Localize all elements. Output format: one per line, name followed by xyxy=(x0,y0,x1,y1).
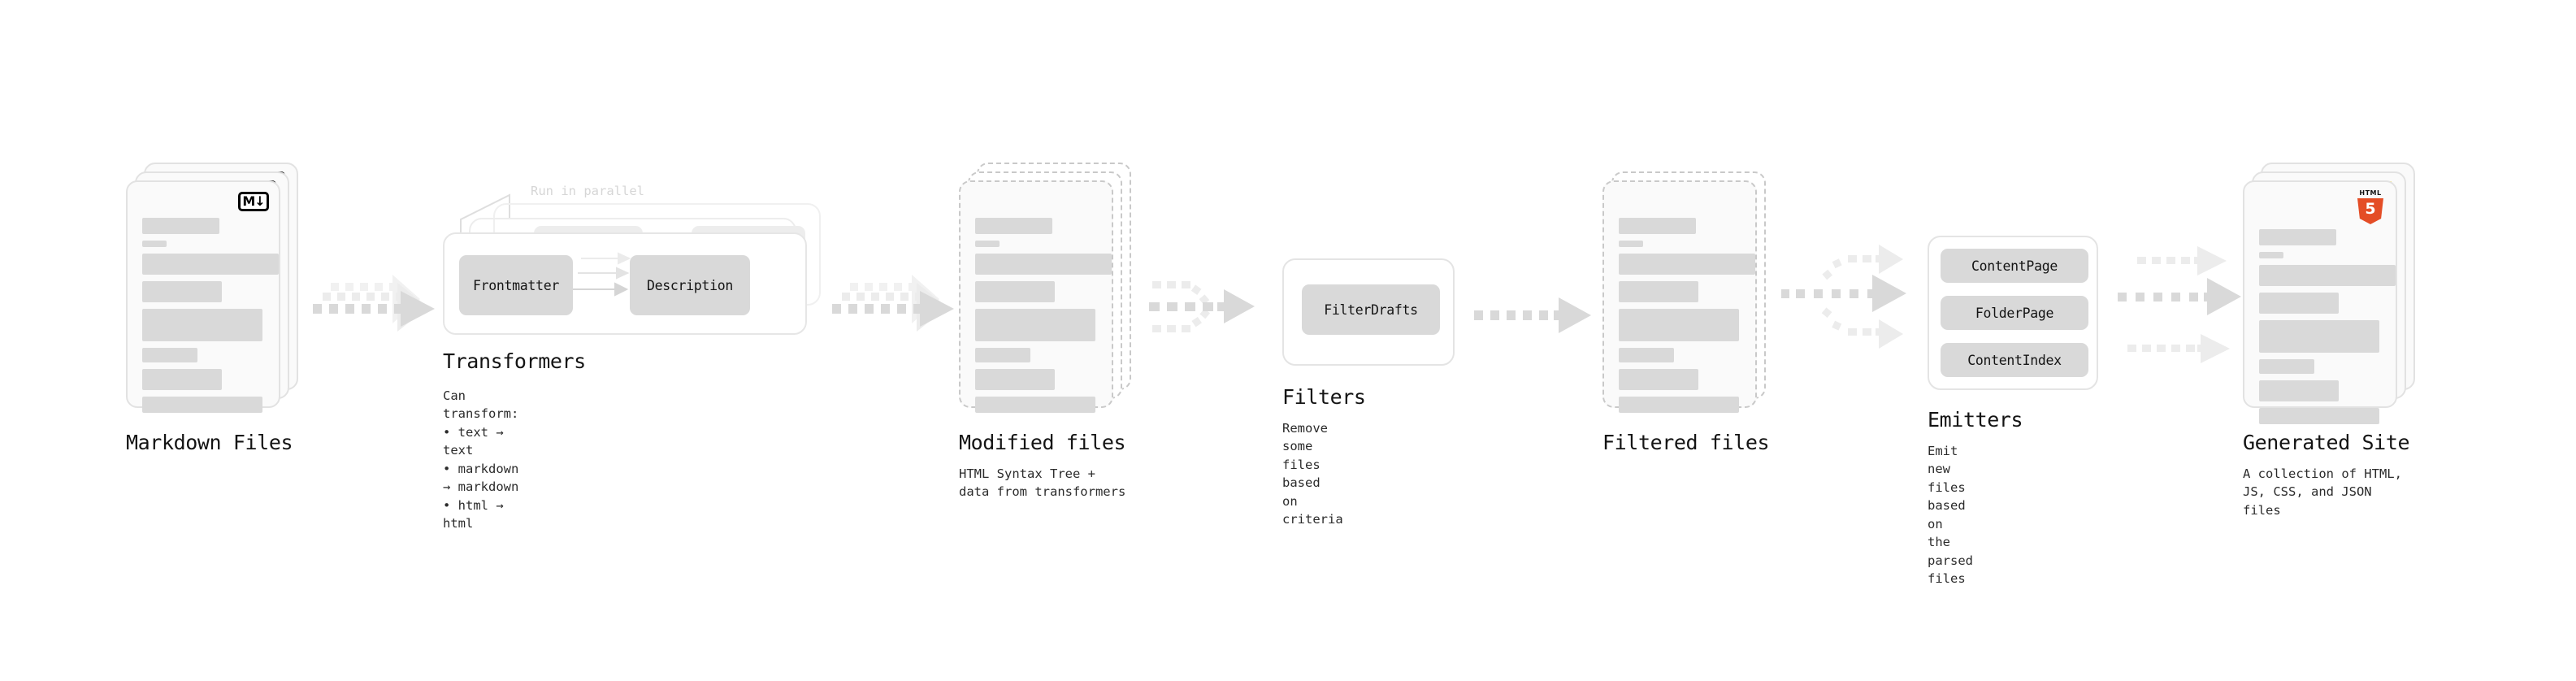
skeleton-line xyxy=(1619,281,1698,302)
node-generated-site: CSS HTML 5 xyxy=(2243,163,2415,518)
transformers-box: Frontmatter Description xyxy=(443,232,807,335)
filters-box: FilterDrafts xyxy=(1282,258,1455,366)
skeleton-line xyxy=(2259,359,2314,374)
skeleton-line xyxy=(1619,397,1739,413)
skeleton-line xyxy=(975,309,1095,341)
transformer-inner-arrows xyxy=(573,252,631,297)
skeleton-line xyxy=(2259,229,2336,245)
skeleton-line xyxy=(975,281,1055,302)
arrow-filters-to-filtered xyxy=(1472,294,1594,336)
skeleton-line xyxy=(975,241,1000,247)
markdown-file-stack: M↓ M↓ M↓ xyxy=(126,163,298,416)
skeleton-line xyxy=(2259,320,2379,353)
skeleton-lines xyxy=(1619,218,1755,419)
skeleton-line xyxy=(2259,293,2339,314)
emitter-chip-contentpage[interactable]: ContentPage xyxy=(1941,249,2088,283)
markdown-card-front: M↓ xyxy=(126,180,280,413)
node-modified-files: Modified files HTML Syntax Tree + data f… xyxy=(959,163,1131,499)
filtered-card-front xyxy=(1602,180,1757,413)
arrow-modified-to-filters xyxy=(1136,268,1258,358)
filtered-file-stack xyxy=(1602,171,1775,416)
generated-card-html: HTML 5 xyxy=(2243,180,2397,424)
markdown-badge-icon: M↓ xyxy=(238,192,269,211)
skeleton-line xyxy=(142,281,222,302)
skeleton-line xyxy=(2259,380,2339,401)
generated-site-title: Generated Site xyxy=(2243,431,2410,454)
arrow-transformers-to-modified xyxy=(830,275,961,353)
skeleton-lines xyxy=(975,218,1112,419)
skeleton-line xyxy=(142,397,262,413)
skeleton-lines xyxy=(2259,229,2396,431)
skeleton-line xyxy=(142,369,222,390)
skeleton-line xyxy=(1619,218,1696,234)
markdown-files-title: Markdown Files xyxy=(126,431,293,454)
skeleton-line xyxy=(2259,408,2379,424)
node-filtered-files: Filtered files xyxy=(1602,171,1775,454)
emitters-subtitle: Emit new files based on the parsed files xyxy=(1928,444,1973,587)
transformer-chip-description[interactable]: Description xyxy=(630,255,750,315)
skeleton-line xyxy=(2259,265,2396,286)
skeleton-line xyxy=(1619,254,1755,275)
emitters-box: ContentPage FolderPage ContentIndex xyxy=(1928,236,2098,390)
generated-site-stack: CSS HTML 5 xyxy=(2243,163,2415,424)
filters-subtitle: Remove some files based on criteria xyxy=(1282,421,1343,527)
arrow-md-to-transformers xyxy=(311,275,441,353)
skeleton-line xyxy=(1619,369,1698,390)
arrow-filtered-to-emitters xyxy=(1776,234,1923,397)
html5-icon: HTML 5 xyxy=(2355,190,2386,224)
emitters-title: Emitters xyxy=(1928,408,2023,432)
html5-shield: 5 xyxy=(2357,198,2383,224)
transformers-title: Transformers xyxy=(443,349,586,373)
modified-card-front xyxy=(959,180,1113,413)
skeleton-line xyxy=(975,348,1030,362)
skeleton-line xyxy=(142,309,262,341)
transformer-chip-frontmatter[interactable]: Frontmatter xyxy=(459,255,573,315)
skeleton-line xyxy=(142,348,197,362)
skeleton-line xyxy=(2259,252,2283,258)
generated-site-subtitle: A collection of HTML, JS, CSS, and JSON … xyxy=(2243,466,2402,518)
skeleton-line xyxy=(1619,309,1739,341)
filter-chip-filterdrafts[interactable]: FilterDrafts xyxy=(1302,284,1440,335)
modified-files-title: Modified files xyxy=(959,431,1126,454)
skeleton-line xyxy=(1619,348,1674,362)
skeleton-line xyxy=(975,397,1095,413)
skeleton-line xyxy=(142,241,167,247)
skeleton-line xyxy=(1619,241,1643,247)
filters-title: Filters xyxy=(1282,385,1366,409)
skeleton-line xyxy=(142,254,279,275)
filtered-files-title: Filtered files xyxy=(1602,431,1770,454)
skeleton-line xyxy=(975,369,1055,390)
arrow-emitters-to-site xyxy=(2105,237,2251,392)
modified-file-stack xyxy=(959,163,1131,416)
emitter-chip-contentindex[interactable]: ContentIndex xyxy=(1941,343,2088,377)
run-in-parallel-label: Run in parallel xyxy=(531,184,644,198)
node-markdown-files: M↓ M↓ M↓ Markdown Files xyxy=(126,163,298,454)
skeleton-line xyxy=(975,254,1112,275)
skeleton-line xyxy=(142,218,219,234)
skeleton-line xyxy=(975,218,1052,234)
modified-files-subtitle: HTML Syntax Tree + data from transformer… xyxy=(959,466,1126,500)
transformers-subtitle: Can transform: • text → text • markdown … xyxy=(443,388,519,531)
emitter-chip-folderpage[interactable]: FolderPage xyxy=(1941,296,2088,330)
skeleton-lines xyxy=(142,218,279,419)
